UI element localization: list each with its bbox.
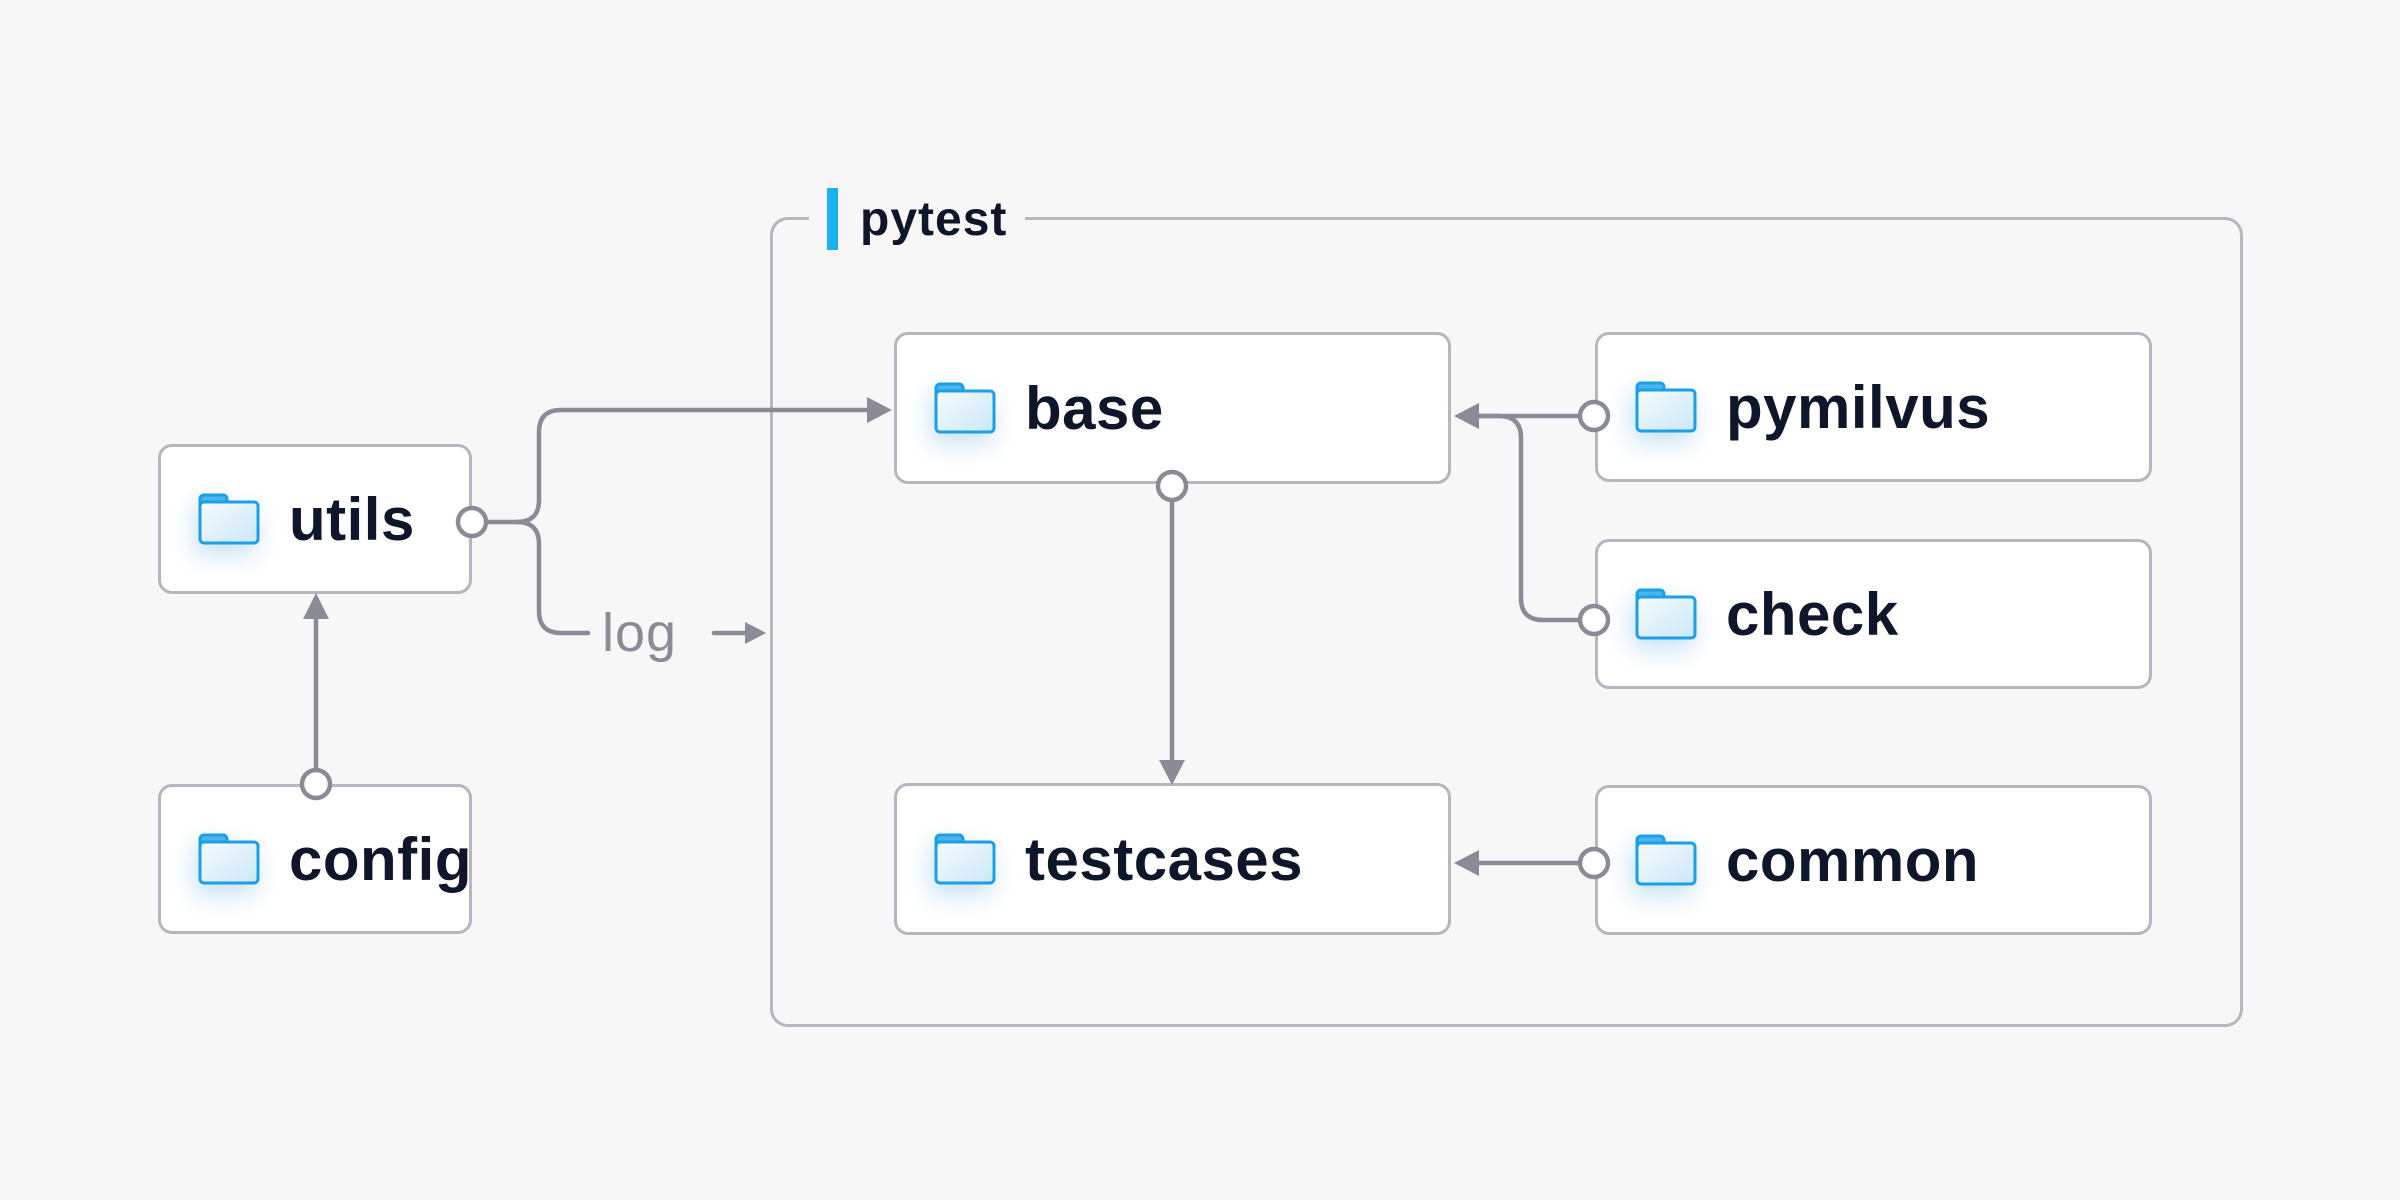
- edge-config-to-utils: [303, 593, 329, 771]
- node-config: config: [158, 784, 472, 934]
- folder-icon: [933, 381, 997, 435]
- node-testcases: testcases: [894, 783, 1451, 935]
- node-pymilvus: pymilvus: [1595, 332, 2152, 482]
- folder-icon: [1634, 833, 1698, 887]
- folder-icon: [1634, 587, 1698, 641]
- edge-label-log: log: [602, 603, 678, 663]
- accent-bar: [827, 188, 838, 250]
- folder-icon: [197, 492, 261, 546]
- pytest-group: pytest: [770, 186, 2243, 1027]
- group-title: pytest: [860, 192, 1008, 246]
- node-pymilvus-label: pymilvus: [1726, 373, 1991, 441]
- node-base-label: base: [1025, 374, 1164, 442]
- node-utils: utils: [158, 444, 472, 594]
- folder-icon: [933, 832, 997, 886]
- folder-icon: [1634, 380, 1698, 434]
- node-base: base: [894, 332, 1451, 484]
- node-testcases-label: testcases: [1025, 825, 1304, 893]
- node-check: check: [1595, 539, 2152, 689]
- pytest-group-label: pytest: [809, 186, 1026, 252]
- node-common: common: [1595, 785, 2152, 935]
- node-utils-label: utils: [289, 485, 415, 553]
- folder-icon: [197, 832, 261, 886]
- node-check-label: check: [1726, 580, 1899, 648]
- node-config-label: config: [289, 825, 472, 893]
- node-common-label: common: [1726, 826, 1980, 894]
